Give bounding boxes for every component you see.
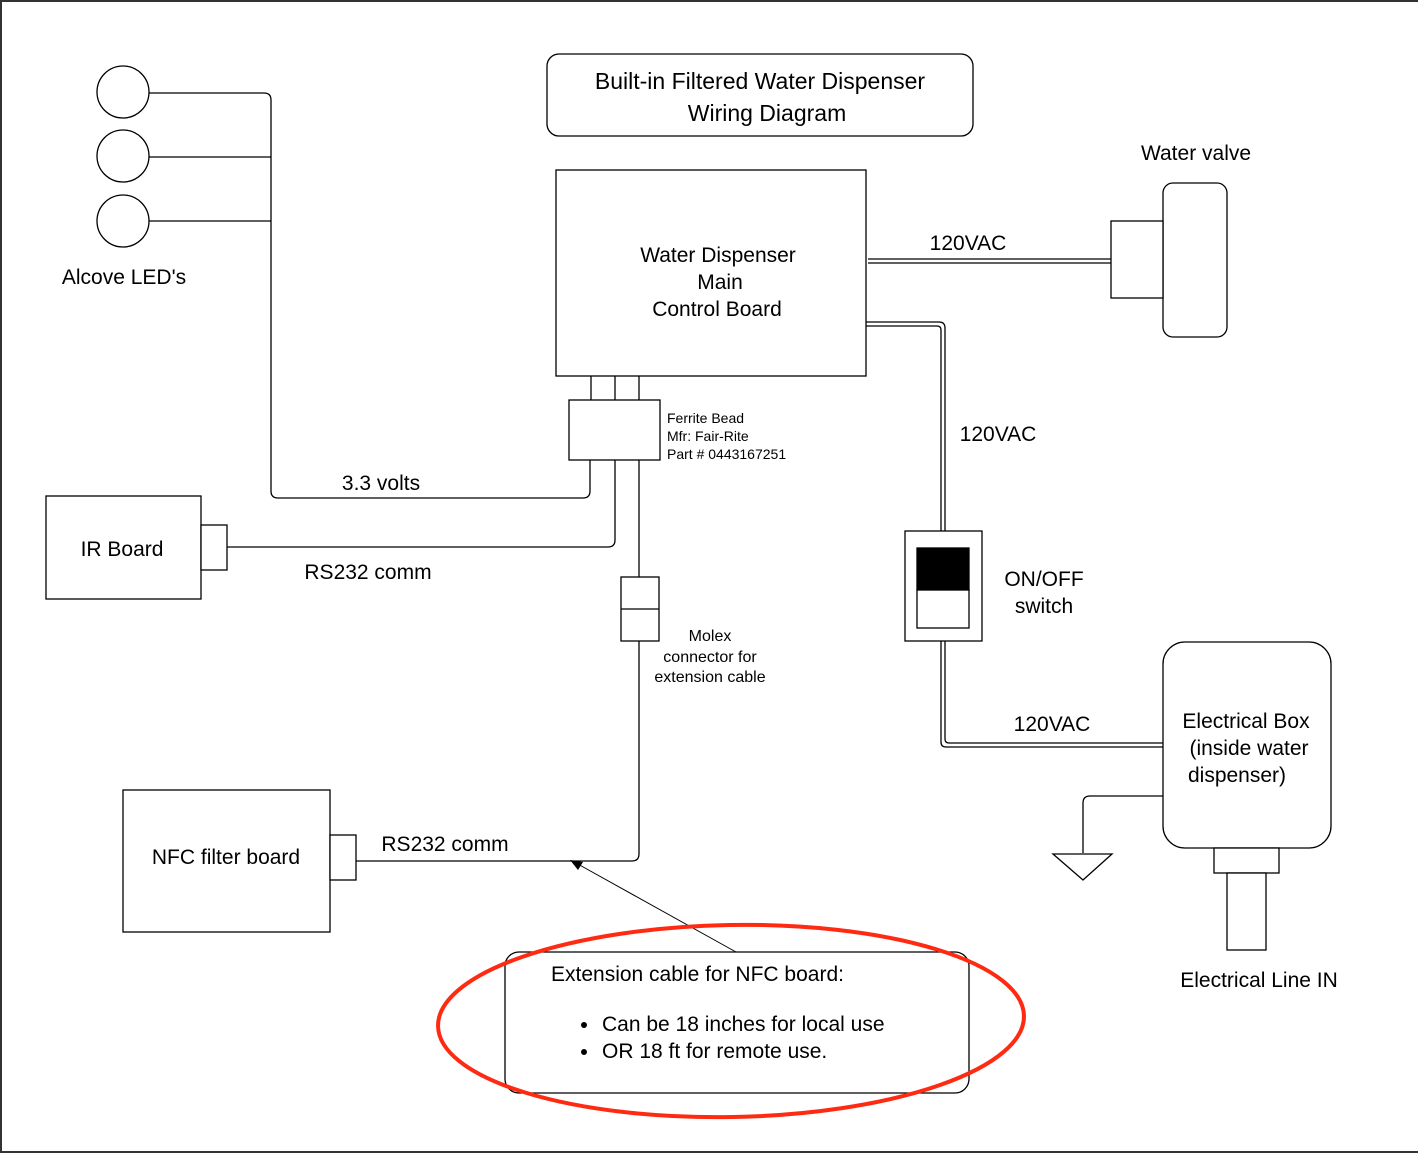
on-off-switch: ON/OFF switch: [904, 530, 1084, 642]
box-voltage-label: 120VAC: [1014, 713, 1091, 736]
water-valve: Water valve: [1110, 142, 1251, 338]
ground-wire: [1082, 795, 1163, 853]
main-board-line-1: Water Dispenser: [640, 244, 796, 267]
ir-comm-label: RS232 comm: [304, 561, 431, 584]
ir-board-label: IR Board: [81, 538, 164, 561]
line-in-label: Electrical Line IN: [1180, 969, 1338, 992]
title-line-1: Built-in Filtered Water Dispenser: [595, 68, 926, 94]
title-box: [546, 53, 974, 137]
nfc-comm-label: RS232 comm: [381, 833, 508, 856]
ferrite-bead-box: [568, 399, 661, 461]
bullet-icon: [581, 1049, 587, 1055]
electrical-box-line-1: Electrical Box: [1182, 710, 1310, 733]
ferrite-bead: Ferrite Bead Mfr: Fair-Rite Part # 04431…: [568, 399, 786, 462]
switch-voltage-label: 120VAC: [960, 423, 1037, 446]
molex-line-3: extension cable: [654, 669, 765, 686]
nfc-comm-wire: [356, 641, 640, 862]
line-in-cable: [1226, 872, 1267, 951]
callout-pointer: [575, 862, 737, 953]
callout-bullet-1: Can be 18 inches for local use: [602, 1013, 885, 1036]
ferrite-line-3: Part # 0443167251: [667, 446, 786, 462]
led-icon: [96, 129, 150, 183]
highlight-ellipse: [436, 922, 1026, 1120]
ir-comm-wire: [227, 460, 616, 548]
main-board-line-2: Main: [697, 271, 743, 294]
callout-box: [504, 951, 970, 1094]
callout-bullet-2: OR 18 ft for remote use.: [602, 1040, 827, 1063]
ir-board: IR Board: [45, 495, 228, 600]
nfc-board-box: [122, 789, 331, 933]
main-board-box: [555, 169, 867, 377]
alcove-leds: Alcove LED's: [62, 65, 591, 499]
ferrite-line-2: Mfr: Fair-Rite: [667, 428, 749, 444]
ground-icon: [1051, 853, 1114, 881]
valve-connector: [1110, 220, 1164, 299]
main-control-board: Water Dispenser Main Control Board: [555, 169, 867, 377]
led-icon: [96, 65, 150, 119]
led-voltage-label: 3.3 volts: [342, 472, 420, 495]
box-wire: [940, 641, 1163, 748]
electrical-box: Electrical Box (inside water dispenser) …: [1162, 641, 1338, 992]
ir-connector: [200, 524, 228, 571]
callout-note: Extension cable for NFC board: Can be 18…: [436, 922, 1026, 1120]
arrowhead-icon: [570, 860, 583, 870]
line-in-connector: [1213, 847, 1280, 874]
led-icon: [96, 194, 150, 248]
molex-line-2: connector for: [663, 649, 757, 666]
title-line-2: Wiring Diagram: [688, 100, 846, 126]
electrical-box-line-3: dispenser): [1188, 764, 1286, 787]
nfc-board-label: NFC filter board: [152, 846, 300, 869]
valve-body: [1162, 182, 1228, 338]
bullet-icon: [581, 1022, 587, 1028]
switch-label-2: switch: [1015, 595, 1073, 618]
nfc-connector: [329, 834, 357, 881]
diagram-title: Built-in Filtered Water Dispenser Wiring…: [546, 53, 974, 137]
switch-rocker-on: [916, 547, 970, 591]
water-valve-label: Water valve: [1141, 142, 1251, 165]
electrical-box-line-2: (inside water: [1189, 737, 1308, 760]
callout-heading: Extension cable for NFC board:: [551, 963, 844, 986]
switch-wire: [866, 321, 946, 531]
valve-wire: [868, 258, 1111, 264]
alcove-leds-label: Alcove LED's: [62, 266, 186, 289]
main-board-line-3: Control Board: [652, 298, 782, 321]
molex-line-1: Molex: [689, 628, 732, 645]
ferrite-line-1: Ferrite Bead: [667, 410, 744, 426]
led-power-wire: [149, 92, 591, 499]
switch-label-1: ON/OFF: [1004, 568, 1083, 591]
switch-rocker-off: [916, 589, 970, 629]
molex-connector: Molex connector for extension cable: [620, 576, 766, 686]
ir-board-box: [45, 495, 202, 600]
valve-voltage-label: 120VAC: [930, 232, 1007, 255]
nfc-filter-board: NFC filter board: [122, 789, 357, 933]
